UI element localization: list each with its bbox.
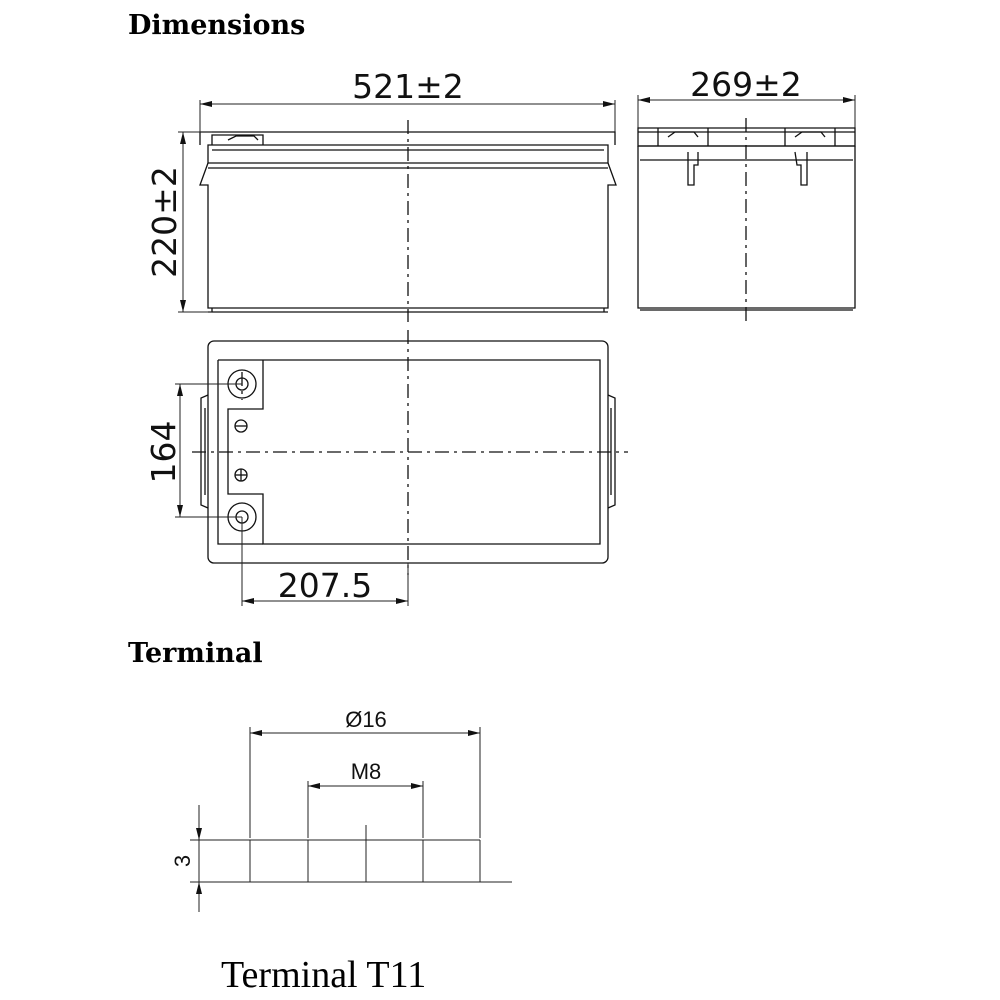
- length-dimension-label: 521±2: [352, 67, 464, 106]
- front-view: 521±2 220±2: [145, 67, 616, 322]
- width-dimension-label: 269±2: [690, 65, 802, 104]
- terminal-offset-label: 207.5: [278, 566, 372, 605]
- top-view: 164 207.5: [144, 330, 628, 606]
- terminal-spacing-label: 164: [144, 421, 183, 484]
- side-view: 269±2: [638, 65, 855, 322]
- thread-size-label: M8: [351, 759, 382, 784]
- height-dimension-label: 220±2: [145, 166, 184, 278]
- outer-diameter-label: Ø16: [345, 707, 387, 732]
- terminal-detail: Ø16 M8 3 Terminal T11: [170, 707, 512, 996]
- dimensions-heading: Dimensions: [128, 10, 305, 41]
- terminal-caption: Terminal T11: [221, 954, 426, 996]
- terminal-height-label: 3: [170, 855, 195, 867]
- terminal-heading: Terminal: [128, 638, 263, 669]
